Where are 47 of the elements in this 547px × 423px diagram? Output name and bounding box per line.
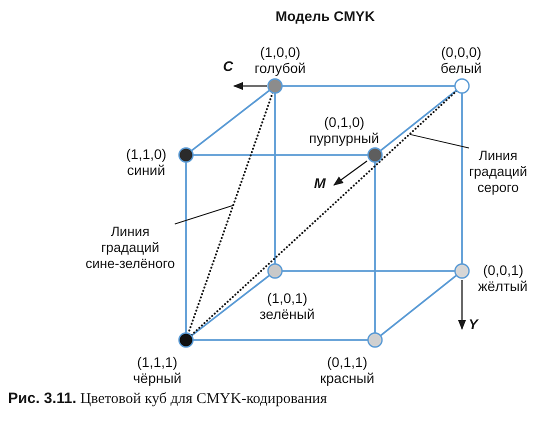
vertex-name-label: голубой — [254, 60, 306, 76]
vertex-name-label: красный — [320, 370, 374, 386]
cube-edge — [380, 90, 458, 152]
vertex-name-label: синий — [127, 162, 166, 178]
cube-edge — [374, 162, 376, 333]
cube-edge — [274, 93, 276, 264]
vertex-dot — [367, 147, 383, 163]
axis-label: C — [223, 58, 234, 74]
cube-edge — [461, 93, 463, 264]
cube-edge — [282, 270, 455, 272]
coordinate-label: (0,1,1) — [327, 354, 368, 370]
cube-edge — [185, 162, 187, 333]
coordinate-label: (1,1,1) — [137, 354, 178, 370]
vertex-name-label: жёлтый — [478, 278, 528, 294]
vertex-dot — [454, 78, 470, 94]
cube-edge — [193, 154, 368, 156]
coordinate-label: (1,1,0) — [126, 146, 166, 162]
coordinate-label: (1,0,0) — [260, 44, 300, 60]
vertex-name-label: пурпурный — [309, 130, 380, 146]
vertex-dot — [178, 147, 194, 163]
vertex-dot — [267, 263, 283, 279]
cube-edge — [190, 274, 270, 336]
dotted-line — [190, 90, 458, 336]
coordinate-label: (0,1,0) — [324, 114, 364, 130]
cube-edge — [190, 90, 270, 152]
vertex-dot — [367, 332, 383, 348]
vertex-dot — [178, 332, 194, 348]
cube-edge — [282, 85, 455, 87]
axis-label: M — [314, 175, 326, 191]
axis-label: Y — [468, 316, 478, 332]
coordinate-label: (1,0,1) — [267, 290, 308, 306]
cube-edge — [380, 274, 458, 336]
annotation-text: Линия градаций сине-зелёного — [86, 224, 175, 272]
coordinate-label: (0,0,1) — [483, 262, 524, 278]
vertex-name-label: белый — [440, 60, 482, 76]
coordinate-label: (0,0,0) — [441, 44, 482, 60]
vertex-name-label: зелёный — [260, 306, 315, 322]
leader-line — [409, 134, 470, 148]
vertex-name-label: чёрный — [133, 370, 182, 386]
annotation-text: Линия градаций серого — [469, 148, 528, 196]
dotted-line — [187, 92, 274, 334]
leader-line — [174, 204, 234, 224]
vertex-dot — [454, 263, 470, 279]
figure-caption: Рис. 3.11. Цветовой куб для CMYK-кодирования — [8, 390, 328, 408]
cube-edge — [193, 339, 368, 341]
diagram-title: Модель CMYK — [276, 8, 375, 24]
vertex-dot — [267, 78, 283, 94]
